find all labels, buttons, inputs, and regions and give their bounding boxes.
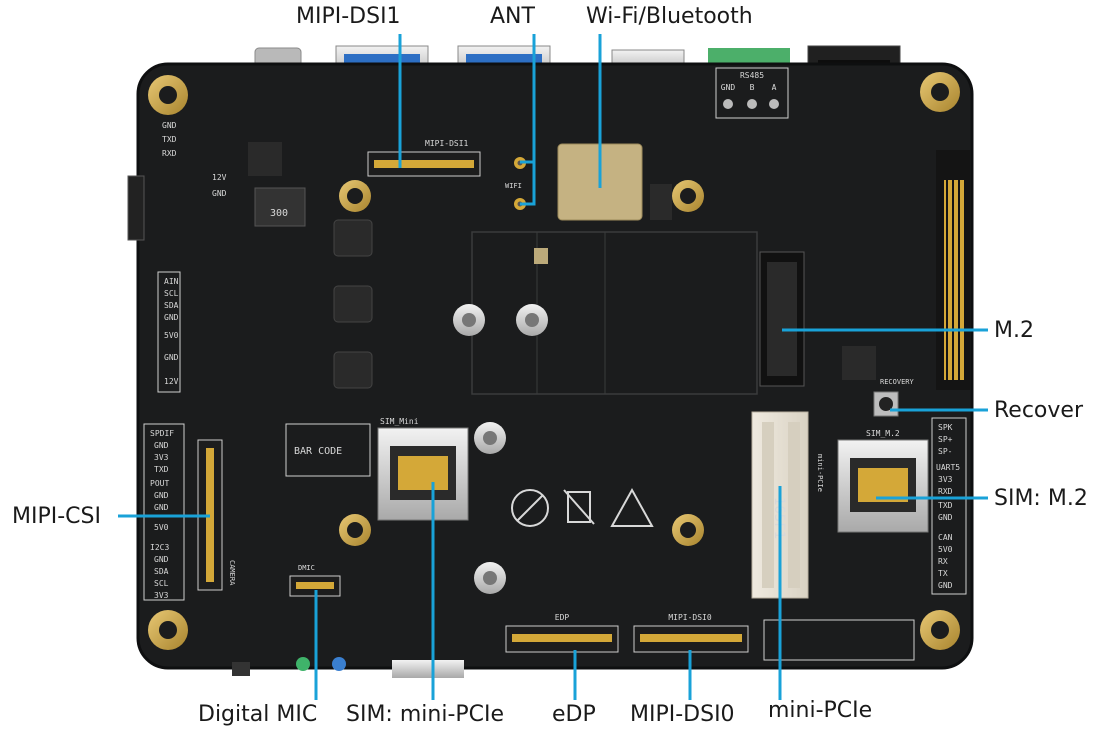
label-wifi-bluetooth: Wi-Fi/Bluetooth xyxy=(586,4,753,29)
rs485-silk: RS485 xyxy=(740,71,764,80)
camera-silk: CAMERA xyxy=(228,560,236,586)
adc-pin: SDA xyxy=(164,301,179,310)
label-minipcie: mini-PCIe xyxy=(768,698,873,723)
uart-left-pin: TXD xyxy=(162,135,177,144)
power-left-pin: 12V xyxy=(212,173,227,182)
label-sim-minipcie: SIM: mini-PCIe xyxy=(346,702,505,727)
mipi-dsi0-connector: MIPI-DSI0 xyxy=(633,613,749,653)
can-pin: 5V0 xyxy=(938,545,953,554)
leader-ant-2 xyxy=(520,162,536,206)
silk-rs485: RS485 GND B A xyxy=(715,67,789,119)
spdif-pin: SPDIF xyxy=(150,429,174,438)
minipcie-silk: mini-PCIe xyxy=(816,454,824,492)
power-left-pin: GND xyxy=(212,189,227,198)
uart-left-pin: GND xyxy=(162,121,177,130)
label-ant: ANT xyxy=(490,4,535,29)
i2c-pin: I2C3 xyxy=(150,543,169,552)
i2c-pin: SDA xyxy=(154,567,169,576)
uart-left-pin: RXD xyxy=(162,149,177,158)
label-mipi-csi: MIPI-CSI xyxy=(12,504,101,529)
silk-right-headers: SPK SP+ SP- UART5 3V3 RXD TXD GND CAN 5V… xyxy=(931,417,967,595)
sim-mini-silk: SIM_Mini xyxy=(380,417,419,426)
pout-pin: GND xyxy=(154,491,169,500)
dmic-connector: DMIC xyxy=(289,564,341,597)
adc-pin: SCL xyxy=(164,289,179,298)
pout-pin: GND xyxy=(154,503,169,512)
label-m2: M.2 xyxy=(994,318,1034,343)
sim-m2-socket: SIM_M.2 xyxy=(837,429,929,533)
adc-pin: AIN xyxy=(164,277,179,286)
spdif-pin: 3V3 xyxy=(154,453,169,462)
label-sim-m2: SIM: M.2 xyxy=(994,486,1088,511)
adc-pin: 12V xyxy=(164,377,179,386)
bar-code-silk: BAR CODE xyxy=(294,446,342,457)
label-edp: eDP xyxy=(552,702,596,727)
label-mipi-dsi0: MIPI-DSI0 xyxy=(630,702,735,727)
uart5-pin: RXD xyxy=(938,487,953,496)
mounting-holes xyxy=(148,72,960,650)
pout-pin: 5V0 xyxy=(154,523,169,532)
edp-connector: EDP xyxy=(505,613,619,653)
pout-pin: POUT xyxy=(150,479,169,488)
edp-silk: EDP xyxy=(555,613,570,622)
mipi-dsi1-silk: MIPI-DSI1 xyxy=(425,139,469,148)
mipi-dsi0-silk: MIPI-DSI0 xyxy=(668,613,712,622)
i2c-pin: 3V3 xyxy=(154,591,169,600)
spk-pin: SP- xyxy=(938,447,952,456)
callout-lines xyxy=(118,34,988,700)
i2c-pin: SCL xyxy=(154,579,169,588)
rs485-pin: A xyxy=(772,83,777,92)
label-recover: Recover xyxy=(994,398,1083,423)
i2c-pin: GND xyxy=(154,555,169,564)
rs485-pin: B xyxy=(750,83,755,92)
inductor-label: 300 xyxy=(270,208,288,219)
uart5-pin: 3V3 xyxy=(938,475,953,484)
uart5-pin: TXD xyxy=(938,501,953,510)
components: 300 xyxy=(248,142,876,389)
dmic-silk: DMIC xyxy=(298,564,315,572)
m2-socket xyxy=(759,251,805,387)
adc-pin: GND xyxy=(164,353,179,362)
silk-uart-left: GND TXD RXD 12V GND xyxy=(162,121,227,198)
barcode-area: BAR CODE xyxy=(285,423,371,477)
compliance-icons xyxy=(511,487,654,527)
recovery-button: RECOVERY xyxy=(873,378,915,417)
can-pin: CAN xyxy=(938,533,953,542)
edge-connector xyxy=(936,150,970,390)
rs485-pin: GND xyxy=(721,83,736,92)
wifi-silk: WIFI xyxy=(505,182,522,190)
label-mipi-dsi1: MIPI-DSI1 xyxy=(296,4,401,29)
recovery-silk: RECOVERY xyxy=(880,378,915,386)
spk-pin: SPK xyxy=(938,423,953,432)
mipi-dsi1-connector: MIPI-DSI1 xyxy=(367,139,481,177)
sim-m2-silk: SIM_M.2 xyxy=(866,429,900,438)
can-pin: RX xyxy=(938,557,948,566)
spdif-pin: GND xyxy=(154,441,169,450)
silk-adc-header: AIN SCL SDA GND 5V0 GND 12V xyxy=(157,271,181,393)
spk-pin: SP+ xyxy=(938,435,953,444)
m2-area xyxy=(453,231,758,594)
spdif-pin: TXD xyxy=(154,465,169,474)
adc-pin: GND xyxy=(164,313,179,322)
label-digital-mic: Digital MIC xyxy=(198,702,318,727)
sim-minipcie-socket: SIM_Mini xyxy=(377,417,469,521)
can-pin: TX xyxy=(938,569,948,578)
uart5-pin: UART5 xyxy=(936,463,960,472)
adc-pin: 5V0 xyxy=(164,331,179,340)
silk-left-lower-headers: SPDIF GND 3V3 TXD POUT GND GND 5V0 I2C3 … xyxy=(143,423,185,601)
uart5-pin: GND xyxy=(938,513,953,522)
bottom-ports xyxy=(232,657,464,678)
can-pin: GND xyxy=(938,581,953,590)
